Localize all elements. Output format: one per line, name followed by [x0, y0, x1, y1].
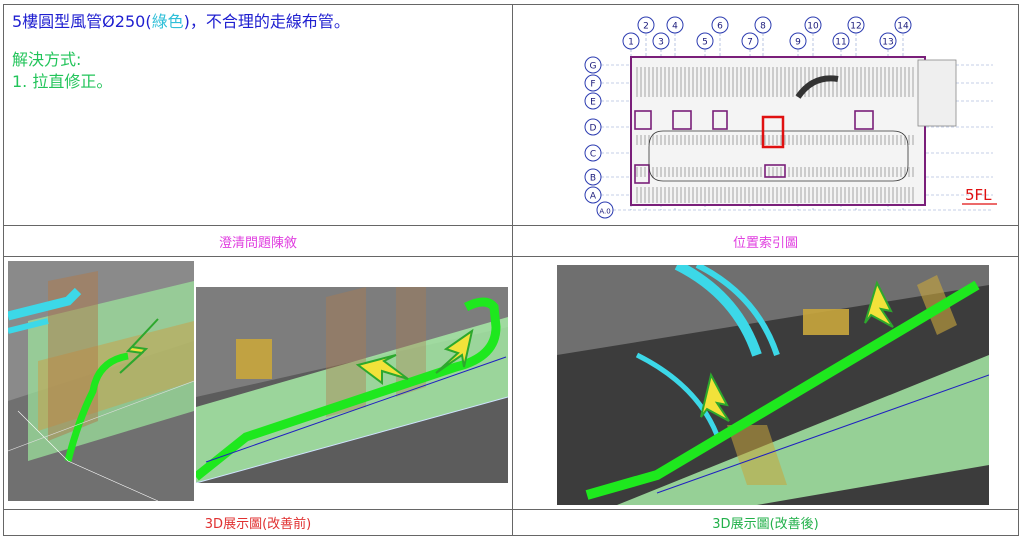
duct-color-word: 綠色	[151, 12, 184, 31]
after-render	[557, 265, 989, 505]
grid-bubble-label: 6	[717, 22, 723, 32]
after-image-cell	[512, 256, 1019, 510]
grid-bubble-label: A	[590, 192, 597, 202]
slide-table: 5樓圓型風管Ø250(綠色)，不合理的走線布管。 解決方式: 1. 拉直修正。	[3, 4, 1019, 536]
core-rooms	[634, 110, 874, 184]
solution-item: 1. 拉直修正。	[12, 72, 113, 91]
grid-bubble-col-8: 8	[754, 16, 772, 34]
grid-bubble-label: 12	[850, 22, 861, 32]
floor-label: 5FL	[965, 186, 992, 204]
ramp	[795, 75, 839, 99]
grid-bubble-label: F	[590, 80, 595, 90]
grid-bubble-col-10: 10	[804, 16, 822, 34]
grid-bubble-row-B: B	[584, 168, 602, 186]
grid-bubble-label: C	[590, 150, 596, 160]
grid-bubble-label: 11	[835, 38, 846, 48]
arrow-icon	[119, 318, 159, 374]
grid-bubble-col-2: 2	[637, 16, 655, 34]
solution-heading: 解決方式:	[12, 50, 82, 69]
grid-bubble-col-12: 12	[847, 16, 865, 34]
grid-bubble-col-7: 7	[741, 32, 759, 50]
grid-bubble-label: 8	[760, 22, 766, 32]
grid-bubble-row-A: A	[584, 186, 602, 204]
arrow-icon	[435, 328, 474, 374]
building-annex	[917, 59, 957, 127]
grid-bubble-col-14: 14	[894, 16, 912, 34]
grid-bubble-row-E: E	[584, 92, 602, 110]
before-wide-render	[196, 287, 508, 483]
grid-bubble-label: 9	[795, 38, 801, 48]
issue-location-marker	[761, 115, 785, 149]
problem-statement-prefix: 5樓圓型風管Ø250(	[12, 12, 152, 31]
grid-bubble-row-G: G	[584, 56, 602, 74]
grid-bubble-col-13: 13	[879, 32, 897, 50]
grid-bubble-label: 10	[807, 22, 819, 32]
location-caption: 位置索引圖	[512, 225, 1019, 257]
grid-bubble-row-C: C	[584, 144, 602, 162]
problem-caption: 澄清問題陳敘	[3, 225, 513, 257]
grid-bubble-row-D: D	[584, 118, 602, 136]
grid-bubble-label: G	[590, 62, 597, 72]
problem-statement-suffix: )，不合理的走線布管。	[183, 12, 350, 31]
grid-bubble-col-3: 3	[652, 32, 670, 50]
arrow-icon	[864, 280, 894, 328]
grid-bubble-col-6: 6	[711, 16, 729, 34]
grid-bubble-label: 3	[658, 38, 664, 48]
before-closeup-render	[8, 261, 194, 501]
before-image-cell	[3, 256, 513, 510]
problem-statement: 5樓圓型風管Ø250(綠色)，不合理的走線布管。	[12, 11, 504, 33]
grid-bubble-label: B	[590, 174, 596, 184]
grid-bubble-label: 5	[702, 38, 708, 48]
arrow-icon	[355, 354, 409, 385]
grid-bubble-col-4: 4	[666, 16, 684, 34]
grid-bubble-row-A-0: A.0	[596, 201, 614, 219]
grid-bubble-label: 13	[882, 38, 893, 48]
grid-bubble-col-11: 11	[832, 32, 850, 50]
grid-bubble-label: 4	[672, 22, 678, 32]
grid-bubble-col-1: 1	[622, 32, 640, 50]
arrow-icon	[700, 372, 730, 422]
grid-bubble-label: D	[590, 124, 597, 134]
grid-bubble-label: E	[590, 98, 596, 108]
before-caption: 3D展示圖(改善前)	[3, 509, 513, 536]
grid-bubble-label: 7	[747, 38, 753, 48]
problem-description-cell: 5樓圓型風管Ø250(綠色)，不合理的走線布管。 解決方式: 1. 拉直修正。	[3, 4, 513, 226]
grid-bubble-label: A.0	[599, 208, 610, 216]
drive-aisle	[648, 130, 909, 182]
grid-bubble-col-9: 9	[789, 32, 807, 50]
grid-bubble-label: 14	[897, 22, 909, 32]
grid-bubble-label: 1	[628, 38, 634, 48]
grid-bubble-label: 2	[643, 22, 649, 32]
after-caption: 3D展示圖(改善後)	[512, 509, 1019, 536]
grid-bubble-col-5: 5	[696, 32, 714, 50]
grid-bubble-row-F: F	[584, 74, 602, 92]
